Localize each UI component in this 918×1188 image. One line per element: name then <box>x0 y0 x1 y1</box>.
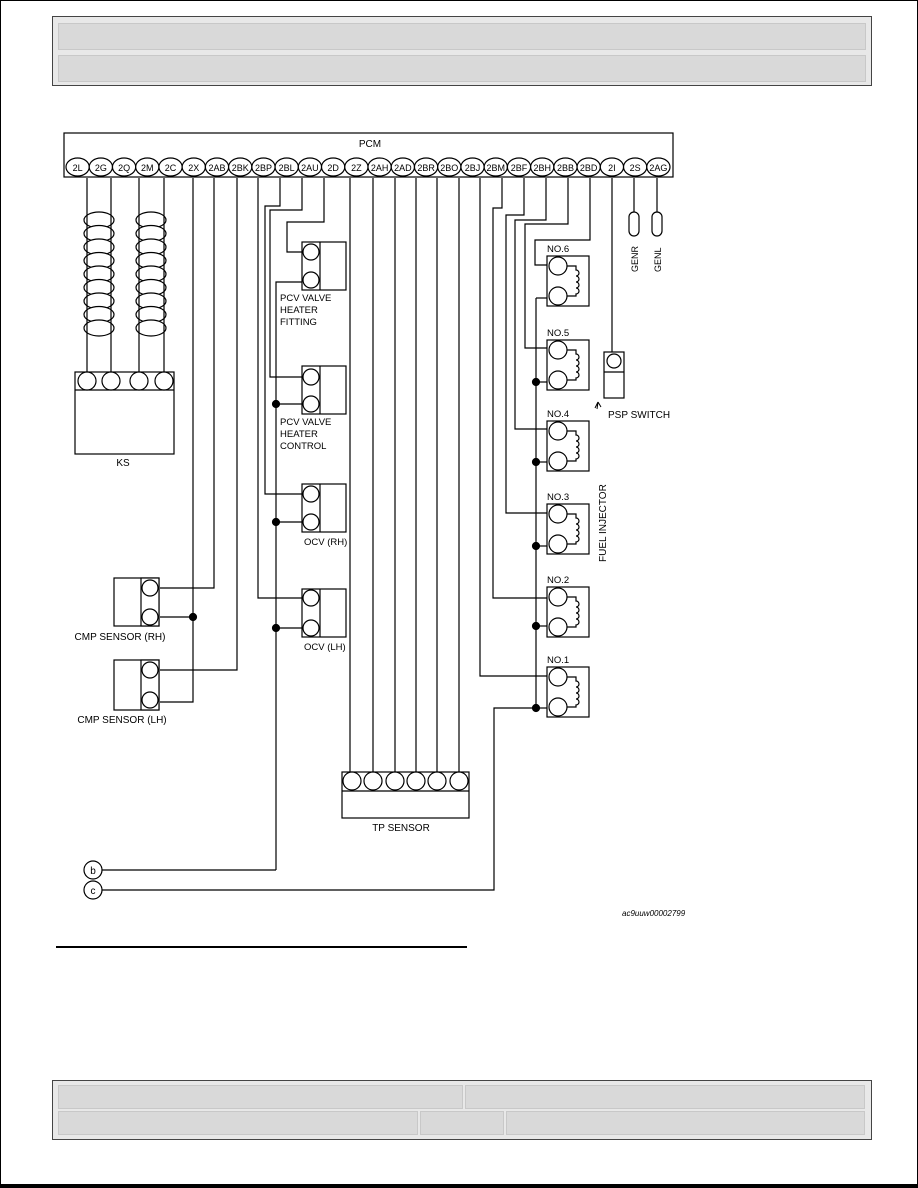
injector-label: NO.6 <box>547 244 569 255</box>
pcv-control-label-2: HEATER <box>280 429 318 440</box>
pcm-pin-label: 2BJ <box>465 163 481 173</box>
pcm-pin-label: 2C <box>165 163 177 173</box>
gen-wiring <box>628 178 663 237</box>
valve-wiring <box>95 178 325 871</box>
cmp-sensor-rh-label: CMP SENSOR (RH) <box>75 632 166 643</box>
ocv-rh-label: OCV (RH) <box>304 537 347 548</box>
injector-label: NO.5 <box>547 328 569 339</box>
pcm-pin-label: 2BF <box>511 163 528 173</box>
shield-loop <box>135 319 167 337</box>
pcm-pin-label: 2X <box>188 163 199 173</box>
pcm-pin-label: 2Q <box>118 163 130 173</box>
pcm-pin-label: 2BB <box>557 163 574 173</box>
fuel-injector <box>546 503 590 555</box>
pcm-pin-label: 2BP <box>255 163 272 173</box>
ocv-lh <box>301 588 347 638</box>
pcm-pin-label: 2BL <box>279 163 295 173</box>
pcm-pin-row: 2L 2G 2Q 2M 2C 2X 2AB 2BK 2BP 2BL 2AU 2D 2Z 2AH 2AD 2BR… <box>65 157 671 177</box>
fuel-injector <box>546 666 590 718</box>
injector-label: NO.2 <box>547 575 569 586</box>
header-bar-bottom <box>58 55 866 82</box>
ks-label: KS <box>116 458 130 469</box>
cmp-sensor-lh-label: CMP SENSOR (LH) <box>77 715 166 726</box>
page-footer <box>52 1080 872 1140</box>
pcm-pin-label: 2BO <box>440 163 458 173</box>
pcm-pin-label: 2AU <box>301 163 319 173</box>
pcm-pin-label: 2BK <box>232 163 249 173</box>
pcm-pin-label: 2AD <box>394 163 412 173</box>
pcm-pin-label: 2AB <box>208 163 225 173</box>
ocv-lh-label: OCV (LH) <box>304 642 346 653</box>
pcm-pin-label: 2BM <box>487 163 506 173</box>
pcm-pin-label: 2I <box>608 163 616 173</box>
footer-cell-5 <box>506 1111 865 1135</box>
footer-cell-4 <box>420 1111 504 1135</box>
ks-sensor <box>74 371 175 455</box>
fuel-injector <box>546 255 590 307</box>
pcm-pin-label: 2G <box>95 163 107 173</box>
connector-c-label: c <box>91 886 96 897</box>
footer-cell-2 <box>465 1085 865 1109</box>
fuel-injectors: NO.6NO.5NO.4NO.3NO.2NO.1 <box>546 244 590 718</box>
tp-sensor-wiring <box>349 178 460 772</box>
page-bottom-border <box>0 1184 918 1188</box>
genr-label: GENR <box>630 245 640 272</box>
connector-b: b <box>83 860 103 880</box>
wiring-diagram: PCM 2L 2G 2Q 2M 2C 2X 2AB 2BK 2BP 2BL 2AU 2D 2Z 2AH 2A… <box>63 132 686 918</box>
pcv-fitting-label-1: PCV VALVE <box>280 293 331 304</box>
genl-label: GENL <box>653 247 663 272</box>
footer-cell-1 <box>58 1085 463 1109</box>
fuel-injector <box>546 420 590 472</box>
connector-c: c <box>83 880 103 900</box>
pcm-pin-label: 2AG <box>649 163 667 173</box>
cmp-wiring <box>160 178 238 703</box>
injector-wiring <box>95 178 591 891</box>
psp-switch <box>594 178 625 410</box>
pcv-valve-heater-control <box>301 365 347 415</box>
page-header <box>52 16 872 86</box>
psp-switch-label: PSP SWITCH <box>608 410 670 421</box>
ks-shielded-wires <box>83 211 167 337</box>
section-rule <box>56 946 467 948</box>
fuel-injector <box>546 586 590 638</box>
fuel-injector-label: FUEL INJECTOR <box>598 484 609 562</box>
pcm-pin-label: 2M <box>141 163 154 173</box>
pcm-pin-label: 2S <box>630 163 641 173</box>
injector-label: NO.3 <box>547 492 569 503</box>
footer-cell-3 <box>58 1111 418 1135</box>
pcm-pin-label: 2D <box>327 163 339 173</box>
pcv-fitting-label-2: HEATER <box>280 305 318 316</box>
pcv-control-label-3: CONTROL <box>280 441 326 452</box>
fuel-injector <box>546 339 590 391</box>
injector-label: NO.4 <box>547 409 569 420</box>
injector-label: NO.1 <box>547 655 569 666</box>
pcm-pin-label: 2BD <box>580 163 598 173</box>
pcv-valve-heater-fitting <box>301 241 347 291</box>
pcv-control-label-1: PCV VALVE <box>280 417 331 428</box>
cmp-sensor-rh <box>113 577 160 627</box>
ocv-rh <box>301 483 347 533</box>
connector-b-label: b <box>90 866 96 877</box>
cmp-sensor-lh <box>113 659 160 711</box>
pcm-pin-label: 2BH <box>533 163 551 173</box>
ks-wires <box>86 178 165 372</box>
shield-loop <box>83 319 115 337</box>
header-bar-top <box>58 23 866 50</box>
pcm-pin-label: 2L <box>73 163 83 173</box>
pcv-fitting-label-3: FITTING <box>280 317 317 328</box>
pcm-pin-label: 2Z <box>351 163 362 173</box>
figure-code: ac9uuw00002799 <box>622 909 686 918</box>
pcm-label: PCM <box>359 139 381 150</box>
pcm-pin-label: 2AH <box>371 163 389 173</box>
pcm-pin <box>646 157 671 177</box>
pcm-pin-label: 2BR <box>417 163 435 173</box>
tp-sensor <box>341 771 470 819</box>
tp-sensor-label: TP SENSOR <box>372 823 430 834</box>
